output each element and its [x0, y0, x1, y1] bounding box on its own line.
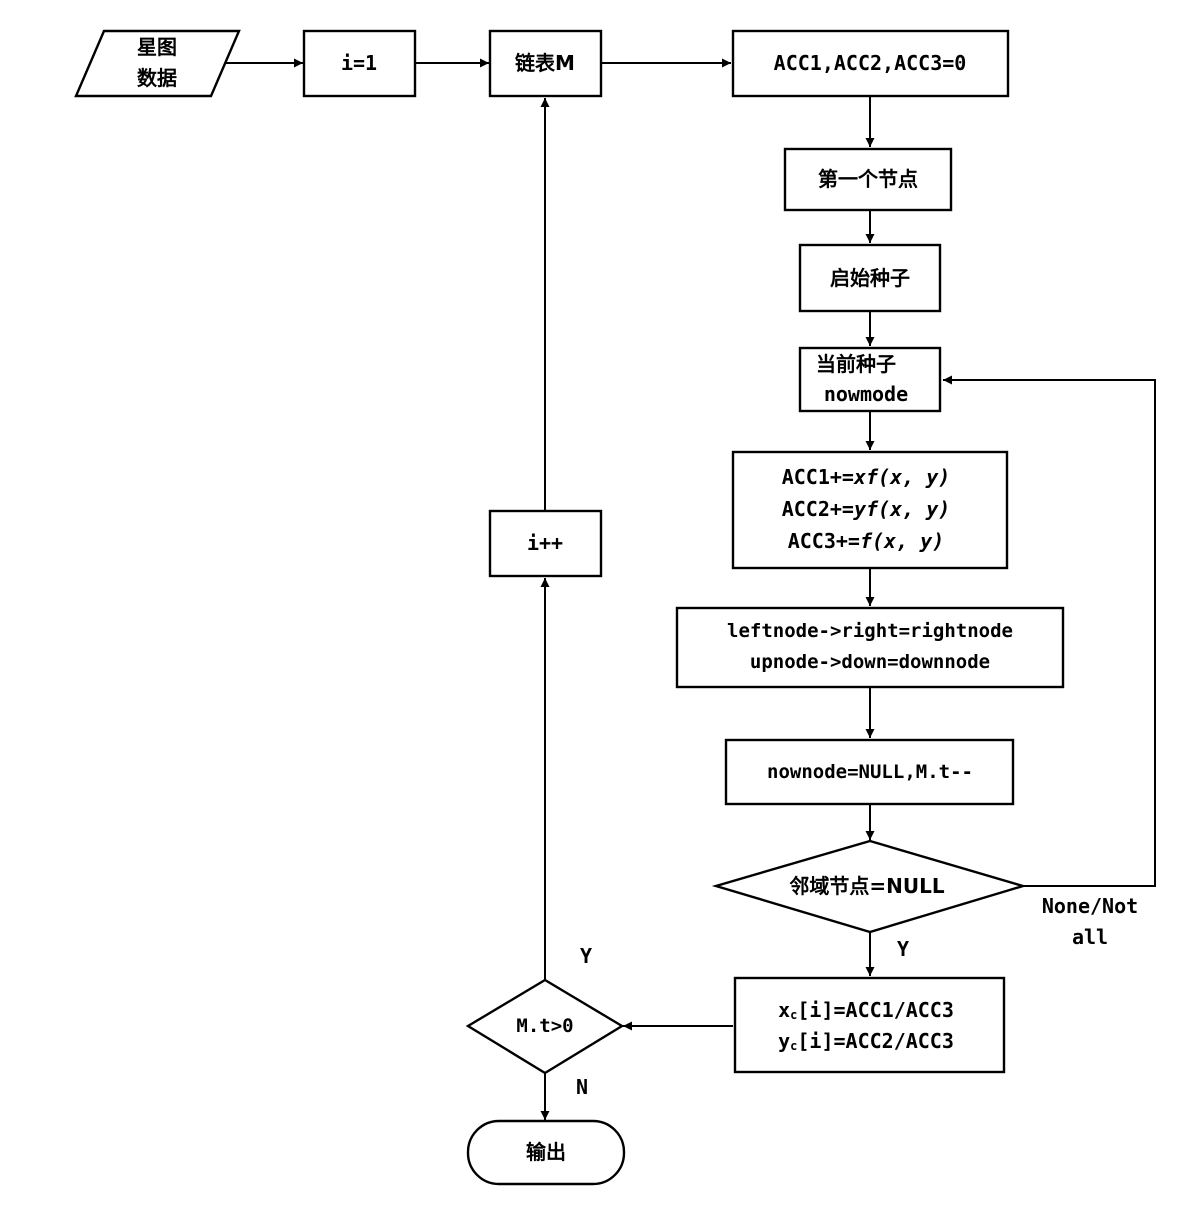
init-i-label: i=1 [341, 51, 377, 75]
relink-line1: leftnode->right=rightnode [727, 620, 1013, 642]
output-label: 输出 [526, 1140, 566, 1164]
acc3-update: ACC3+=f(x, y) [788, 529, 945, 553]
input-line1: 星图 [137, 35, 177, 59]
first-node-label: 第一个节点 [818, 167, 918, 191]
null-node-label: nownode=NULL,M.t-- [767, 761, 973, 783]
neighbor-check-label: 邻域节点=NULL [789, 874, 944, 898]
node-relink: leftnode->right=rightnode upnode->down=d… [675, 606, 1065, 689]
current-seed-line1: 当前种子 [816, 352, 896, 376]
node-linked-list: 链表M [488, 29, 603, 98]
node-input-data: 星图 数据 [74, 29, 241, 98]
node-init-i: i=1 [302, 29, 417, 98]
acc2-update: ACC2+=yf(x, y) [782, 497, 951, 521]
acc-init-label: ACC1,ACC2,ACC3=0 [774, 51, 967, 75]
node-accumulate: ACC1+=xf(x, y) ACC2+=yf(x, y) ACC3+=f(x,… [731, 450, 1009, 570]
node-start-seed: 启始种子 [798, 243, 942, 313]
centroid-x: xc[i]=ACC1/ACC3 [778, 998, 954, 1022]
node-increment: i++ [488, 509, 603, 578]
linked-list-label: 链表M [515, 51, 575, 75]
node-centroid: xc[i]=ACC1/ACC3 yc[i]=ACC2/ACC3 [733, 976, 1006, 1074]
input-line2: 数据 [137, 66, 177, 90]
edge-label-neighbor-yes: Y [897, 937, 909, 961]
acc1-update: ACC1+=xf(x, y) [782, 465, 951, 489]
edge-labels: None/Not all Y Y N [576, 894, 1138, 1099]
relink-line2: upnode->down=downnode [750, 651, 990, 673]
edge-label-none-not-line2: all [1072, 925, 1108, 949]
node-first-node: 第一个节点 [783, 147, 953, 212]
centroid-y: yc[i]=ACC2/ACC3 [778, 1029, 954, 1053]
edge-label-loop-no: N [576, 1075, 588, 1099]
node-output: 输出 [466, 1119, 626, 1186]
start-seed-label: 启始种子 [830, 266, 910, 290]
edge-check-no-loop [943, 375, 1156, 887]
edge-label-loop-yes: Y [580, 944, 592, 968]
node-null-node: nownode=NULL,M.t-- [724, 738, 1015, 806]
increment-label: i++ [527, 531, 563, 555]
node-current-seed: 当前种子 nowmode [798, 346, 942, 413]
current-seed-line2: nowmode [824, 382, 908, 406]
node-neighbor-check: 邻域节点=NULL [711, 839, 1028, 934]
node-acc-init: ACC1,ACC2,ACC3=0 [731, 29, 1010, 98]
node-loop-check: M.t>0 [465, 978, 625, 1075]
edge-label-none-not-line1: None/Not [1042, 894, 1138, 918]
edges [222, 58, 1156, 1120]
loop-check-label: M.t>0 [516, 1015, 573, 1037]
